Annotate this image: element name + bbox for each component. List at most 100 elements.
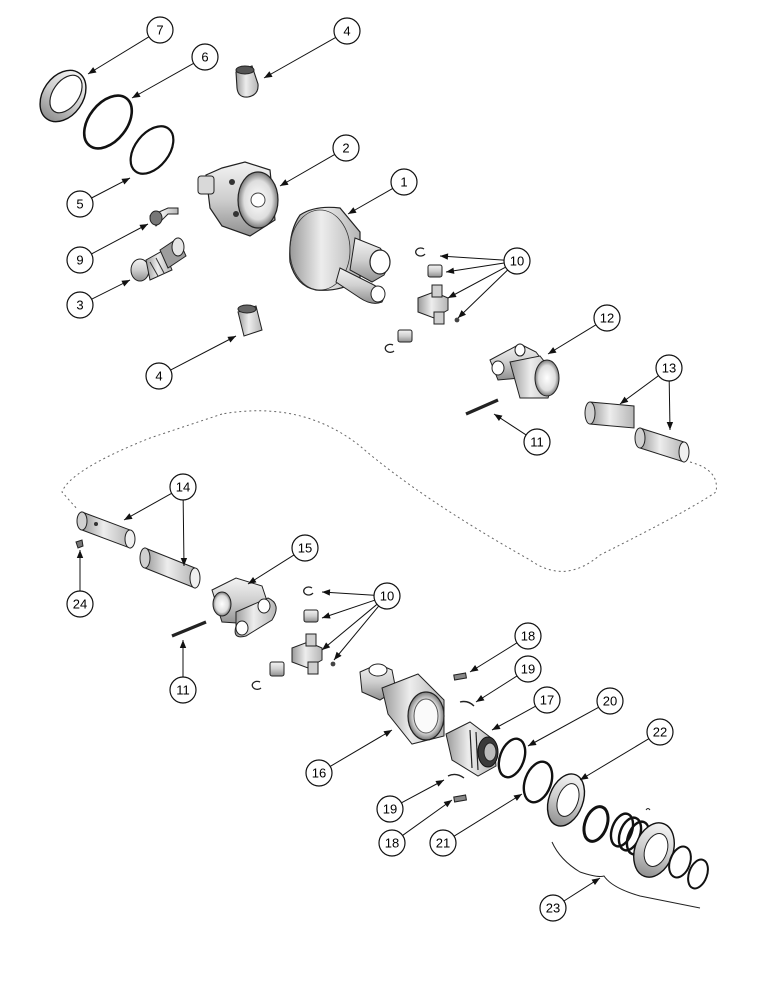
callout-23-c23a-arrowhead	[591, 878, 600, 886]
callout-14-c14a-arrowhead	[180, 557, 188, 566]
callout-10-c10b-leader-line	[321, 603, 378, 651]
callout-23-c23a-label: 23	[546, 901, 560, 916]
callout-18-c18b-circle	[378, 829, 406, 857]
callout-19-c19a-circle	[514, 655, 542, 683]
clip-part-19-upper	[459, 700, 475, 707]
callout-16-c16a-arrowhead	[383, 730, 392, 737]
callout-11-c11a-arrowhead	[494, 414, 503, 422]
callout-18-c18a-label: 18	[521, 629, 535, 644]
callout-21-c21a-circle	[429, 829, 457, 857]
callout-7-c7a-label: 7	[156, 23, 163, 38]
o-ring-part-6	[82, 94, 134, 150]
callout-10-c10b-leader-line	[321, 591, 375, 596]
callout-22-c22a-circle	[646, 718, 674, 746]
clip-part-19-lower	[447, 773, 465, 779]
callout-5-c5a-arrowhead	[121, 178, 130, 185]
callout-19-c19b-arrowhead	[435, 780, 444, 787]
callout-16-c16a-label: 16	[312, 766, 326, 781]
callout-21-c21a-label: 21	[436, 836, 450, 851]
pin-part-11-mid	[171, 620, 207, 638]
callout-23-c23a-circle	[539, 894, 567, 922]
callout-14-c14a-circle	[169, 473, 197, 501]
callout-18-c18b-label: 18	[385, 836, 399, 851]
callout-18-c18a-arrowhead	[470, 665, 479, 672]
callout-3-c3a-circle	[66, 291, 94, 319]
callout-14-c14a-leader-line	[123, 492, 172, 521]
callout-4-c4b-circle	[145, 362, 173, 390]
callout-22-c22a-label: 22	[653, 725, 667, 740]
callout-1-c1a-arrowhead	[348, 207, 357, 214]
callout-15-c15a-circle	[291, 534, 319, 562]
callout-9-c9a-label: 9	[76, 253, 83, 268]
callout-11-c11a-circle	[523, 428, 551, 456]
callout-11-c11b-label: 11	[176, 683, 190, 698]
callout-14-c14a-arrowhead	[124, 513, 133, 520]
callout-20-c20a-arrowhead	[528, 739, 537, 746]
yoke-part-15	[211, 577, 277, 638]
callout-10-c10b-label: 10	[380, 589, 394, 604]
valve-part-3	[130, 237, 187, 282]
callout-11-c11b-arrowhead	[179, 640, 187, 648]
callout-12-c12a-arrowhead	[548, 347, 557, 354]
callout-7-c7a-circle	[146, 16, 174, 44]
callout-10-c10a-arrowhead	[446, 267, 455, 274]
callout-10-c10a-leader-line	[447, 266, 506, 299]
callout-6-c6a-leader-line	[131, 62, 194, 99]
roll-pin-part-18-upper	[453, 672, 468, 681]
callout-10-c10a-leader-line	[439, 255, 505, 261]
callout-18-c18b-leader-line	[402, 799, 453, 836]
callout-9-c9a-arrowhead	[139, 224, 148, 231]
callout-3-c3a-label: 3	[76, 298, 83, 313]
callout-13-c13a-leader-line	[668, 380, 671, 431]
plunger-part-4-lower	[237, 304, 263, 337]
seal-ring-part-7	[39, 69, 87, 123]
callout-16-c16a-leader-line	[329, 729, 393, 767]
cross-kit-part-10-mid	[251, 586, 336, 690]
callout-12-c12a-leader-line	[547, 324, 597, 355]
callout-24-c24a-circle	[66, 590, 94, 618]
cross-kit-part-10-top	[384, 247, 460, 353]
callout-10-c10a-arrowhead	[448, 291, 457, 298]
callout-13-c13a-label: 13	[662, 361, 676, 376]
screw-part-24	[75, 539, 84, 549]
callout-1-c1a-circle	[390, 168, 418, 196]
callout-19-c19b-leader-line	[401, 779, 445, 804]
callout-10-c10a-leader-line	[457, 269, 508, 319]
housing-part-16	[359, 663, 445, 745]
callout-9-c9a-leader-line	[91, 223, 149, 255]
callout-20-c20a-circle	[596, 687, 624, 715]
callout-19-c19a-arrowhead	[476, 695, 485, 702]
callout-17-c17a-leader-line	[491, 705, 536, 731]
callout-4-c4a-leader-line	[263, 36, 336, 79]
callout-19-c19b-circle	[376, 795, 404, 823]
shield-tube-part-14	[76, 511, 201, 589]
callout-21-c21a-leader-line	[453, 793, 523, 837]
callout-15-c15a-label: 15	[298, 541, 312, 556]
callout-15-c15a-arrowhead	[248, 577, 257, 584]
callout-4-c4a-label: 4	[343, 24, 350, 39]
ring-part-20	[497, 737, 527, 779]
callout-19-c19a-leader-line	[475, 675, 518, 703]
callout-2-c2a-leader-line	[279, 154, 335, 187]
callout-10-c10b-arrowhead	[322, 612, 331, 619]
callout-13-c13a-arrowhead	[620, 396, 629, 404]
callout-5-c5a-circle	[66, 190, 94, 218]
callout-19-c19a-label: 19	[521, 662, 535, 677]
callout-7-c7a-arrowhead	[88, 67, 97, 74]
callout-9-c9a-circle	[66, 246, 94, 274]
callout-2-c2a-label: 2	[342, 141, 349, 156]
bell-housing-part-1	[289, 206, 391, 304]
callout-3-c3a-arrowhead	[121, 280, 130, 287]
callout-5-c5a-label: 5	[76, 197, 83, 212]
callout-10-c10a-label: 10	[510, 254, 524, 269]
callout-10-c10b-leader-line	[321, 599, 375, 619]
callout-1-c1a-label: 1	[400, 175, 407, 190]
callout-10-c10a-arrowhead	[440, 253, 449, 260]
callout-11-c11b-circle	[169, 676, 197, 704]
callout-18-c18b-arrowhead	[443, 800, 452, 808]
callout-17-c17a-label: 17	[540, 693, 554, 708]
callout-10-c10b-leader-line	[333, 605, 380, 661]
callout-10-c10a-circle	[503, 247, 531, 275]
callout-14-c14a-leader-line	[182, 499, 185, 567]
